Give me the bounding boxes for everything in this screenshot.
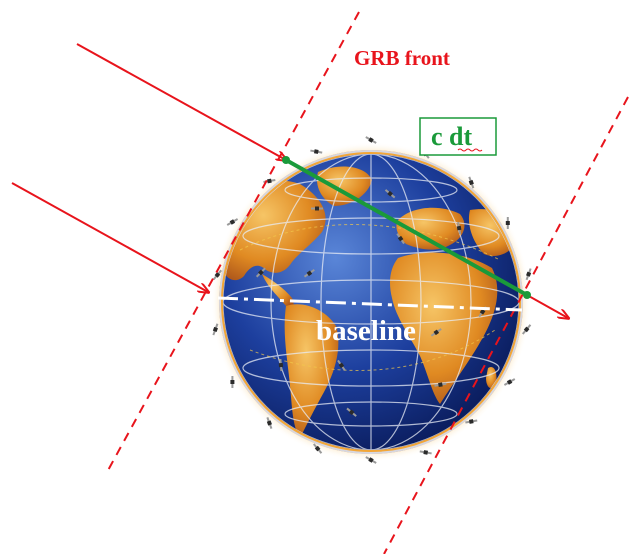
satellite-icon (303, 269, 315, 278)
globe-grid (223, 154, 519, 450)
south-america-landmass (284, 304, 339, 438)
greenland-landmass (316, 166, 372, 206)
satellite-icon (430, 328, 442, 337)
baseline-label: baseline (316, 315, 416, 347)
satellite-icon (337, 359, 346, 371)
satellite-icon (310, 149, 323, 154)
satellite-icon (505, 217, 510, 229)
satellite-icon (365, 136, 377, 144)
grb-front-line-right (383, 96, 629, 554)
cdt-endpoint-top (282, 156, 290, 164)
cdt-path-segment (285, 158, 528, 297)
satellite-icon (525, 268, 532, 281)
cdt-label: c dt (431, 122, 473, 151)
satellite-icon (278, 359, 284, 372)
satellite-icon (419, 450, 432, 455)
satellite-icon (312, 443, 323, 454)
satellite-icon (465, 419, 478, 424)
grb-ray-lower (11, 182, 208, 292)
cdt-label-box: c dt (419, 117, 497, 156)
satellite-icon (503, 378, 516, 386)
satellite-icon (468, 176, 475, 189)
satellite-icon (396, 233, 405, 245)
spellcheck-squiggle (457, 148, 483, 152)
grb-ray-upper (76, 43, 286, 160)
satellite-icon (365, 456, 377, 464)
satellite-icon (311, 206, 323, 211)
satellite-icon (212, 323, 219, 336)
satellite-icon (521, 324, 532, 335)
satellite-icon (434, 382, 447, 388)
madagascar-landmass (486, 366, 497, 389)
satellite-icon (384, 189, 396, 199)
satellite-icon (266, 417, 273, 429)
satellite-icon (226, 218, 239, 226)
satellite-icon (456, 222, 462, 235)
cdt-endpoint-bottom (523, 291, 531, 299)
earth-globe (211, 142, 531, 462)
satellite-icon (346, 407, 357, 417)
central-america-landmass (262, 274, 294, 309)
satellite-icon (212, 269, 223, 281)
grb-front-label: GRB front (354, 46, 450, 70)
satellite-icon (230, 376, 235, 388)
grb-front-line-left (105, 11, 360, 475)
baseline-line (217, 296, 523, 312)
